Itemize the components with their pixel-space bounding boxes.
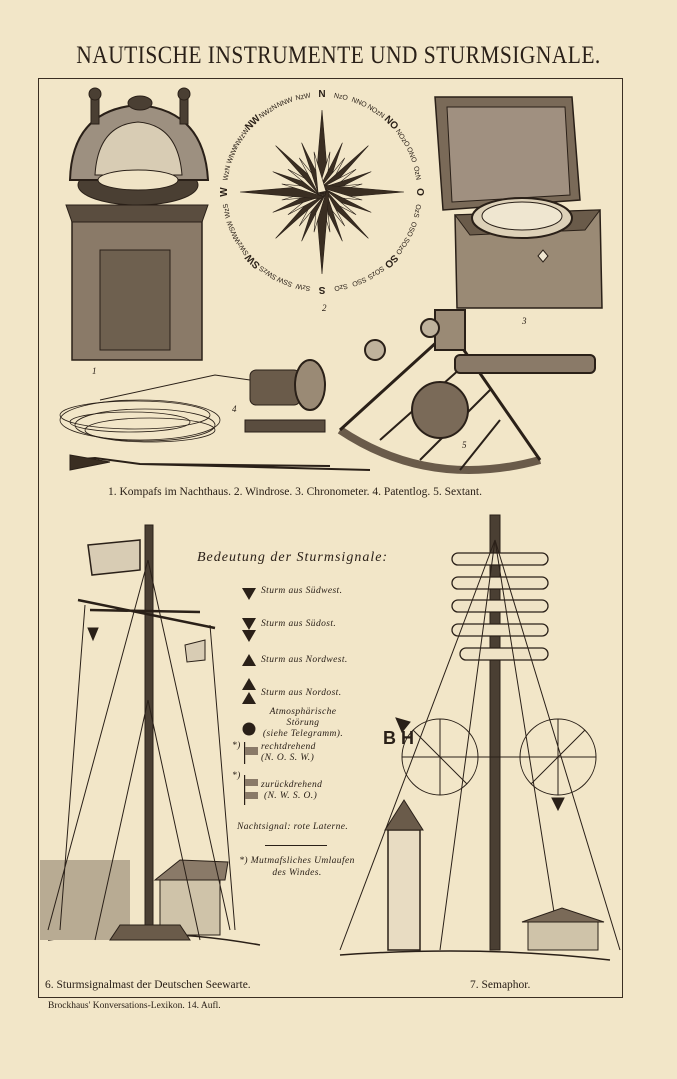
- legend-atmo-3: (siehe Telegramm).: [262, 729, 344, 739]
- semaphore-illustration: [339, 514, 621, 961]
- caption-top: 1. Kompafs im Nachthaus. 2. Windrose. 3.…: [108, 486, 482, 498]
- windrose-label: OzS: [412, 203, 422, 218]
- windrose-point: [313, 151, 327, 194]
- legend-no: Sturm aus Nordost.: [261, 688, 342, 698]
- patentlog-illustration: [59, 359, 371, 471]
- legend-asterisk-1: *): [232, 741, 241, 751]
- figure-number-5: 5: [462, 440, 467, 450]
- legend-zur-1: zurückdrehend: [261, 780, 323, 790]
- legend-symbols: [242, 588, 327, 846]
- legend-note-1: *) Mutmafsliches Umlaufen: [239, 856, 355, 866]
- double-triangle-up-icon: [242, 678, 256, 704]
- figure-number-4: 4: [232, 404, 237, 414]
- caption-6: 6. Sturmsignalmast der Deutschen Seewart…: [45, 979, 251, 991]
- windrose-label: NOzN: [366, 104, 386, 120]
- sextant-illustration: [337, 309, 596, 474]
- plate-frame: [38, 78, 623, 998]
- windrose-label: SWzS: [258, 264, 278, 281]
- legend-sw: Sturm aus Südwest.: [261, 586, 343, 596]
- windrose-label: SzO: [333, 282, 348, 292]
- caption-7: 7. Semaphor.: [470, 979, 531, 991]
- chronometer-illustration: [434, 96, 603, 309]
- triangle-up-icon: [242, 654, 256, 666]
- figure-number-2: 2: [322, 303, 327, 313]
- windrose-label: W: [219, 187, 230, 197]
- legend-recht-2: (N. O. S. W.): [261, 753, 315, 763]
- double-triangle-down-icon: [242, 618, 256, 642]
- windrose-label: S: [318, 284, 325, 295]
- figure-number-3: 3: [522, 316, 527, 326]
- windrose-label: SOzO: [394, 236, 411, 256]
- windrose-label: ONO: [405, 146, 418, 164]
- legend-recht-1: rechtdrehend: [261, 742, 316, 752]
- windrose-label: O: [414, 188, 425, 196]
- legend-asterisk-2: *): [232, 771, 241, 781]
- legend-title: Bedeutung der Sturmsignale:: [197, 550, 389, 565]
- windrose-label: NWzN: [258, 103, 279, 120]
- windrose-label: WzN: [222, 165, 232, 181]
- windrose-label: OSO: [405, 220, 418, 238]
- triangle-down-icon: [242, 588, 256, 600]
- footer-source: Brockhaus' Konversations-Lexikon. 14. Au…: [48, 1001, 221, 1011]
- windrose-label: NNW: [276, 96, 294, 109]
- windrose-label: NzW: [295, 92, 312, 102]
- legend-so: Sturm aus Südost.: [261, 619, 337, 629]
- windrose-label: WSW: [226, 219, 239, 239]
- legend-zur-2: (N. W. S. O.): [264, 791, 318, 801]
- windrose-label: SSO: [350, 275, 367, 287]
- windrose-label: NzO: [333, 93, 349, 103]
- windrose-label: SSW: [276, 275, 294, 288]
- legend-atmo-1: Atmosphärische: [269, 707, 337, 717]
- binnacle-compass-illustration: [65, 87, 210, 361]
- legend-atmo-2: Störung: [286, 718, 320, 728]
- legend-note-2: des Windes.: [272, 868, 322, 878]
- storm-signal-mast-illustration: [40, 524, 261, 946]
- ball-icon: [242, 722, 256, 736]
- page-title: NAUTISCHE INSTRUMENTE UND STURMSIGNALE.: [76, 42, 601, 69]
- windrose-label: OzN: [412, 166, 422, 181]
- figure-number-1: 1: [92, 366, 97, 376]
- windrose-label: NNO: [350, 97, 368, 110]
- legend-nacht: Nachtsignal: rote Laterne.: [237, 822, 349, 832]
- windrose-label: NOzO: [394, 128, 411, 149]
- windrose-label: SzW: [295, 282, 311, 292]
- windrose-label: WzS: [222, 203, 232, 219]
- windrose-label: N: [318, 89, 325, 100]
- legend-nw: Sturm aus Nordwest.: [261, 655, 348, 665]
- windrose-label: SOzS: [366, 264, 385, 280]
- semaphore-letters: B H: [383, 728, 414, 748]
